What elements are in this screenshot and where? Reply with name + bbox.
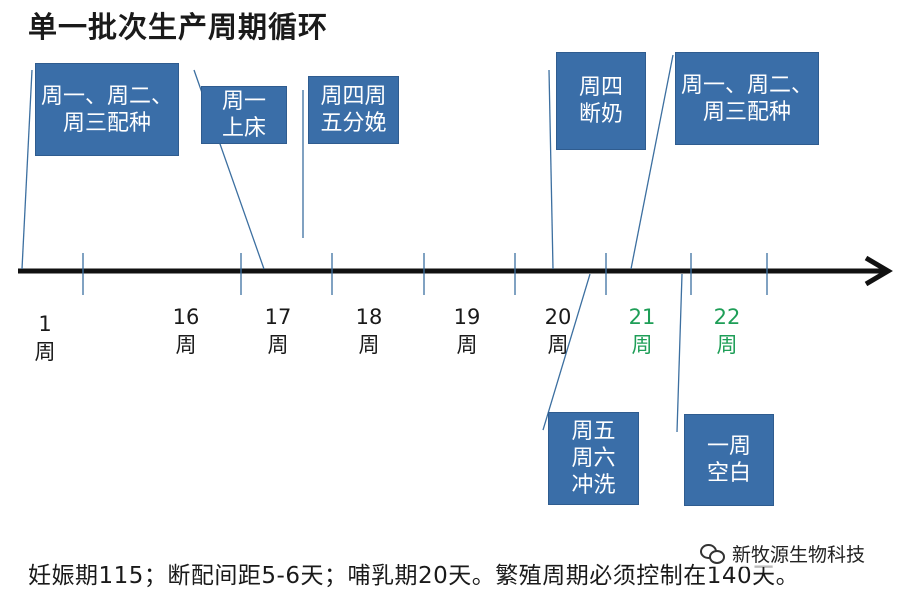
timeline-ticks <box>82 253 768 295</box>
connector-blank <box>676 273 683 433</box>
watermark-text: 新牧源生物科技 <box>732 544 866 566</box>
watermark: 新牧源生物科技 <box>700 540 866 567</box>
week-label: 18 周 <box>355 305 383 357</box>
connector-wean <box>548 69 554 270</box>
week-label: 21 周 <box>628 305 656 357</box>
week-label: 17 周 <box>264 305 292 357</box>
box-wean: 周四 断奶 <box>556 52 646 150</box>
connector-wash <box>542 273 591 431</box>
wechat-icon <box>700 543 726 564</box>
box-farrow: 周四周 五分娩 <box>308 76 399 144</box>
timeline-arrowhead <box>864 255 893 287</box>
box-breed-2: 周一、周二、 周三配种 <box>675 52 819 145</box>
week-label: 19 周 <box>453 305 481 357</box>
connector-breed-1 <box>21 69 33 270</box>
connector-lines <box>21 54 683 433</box>
box-breed-1: 周一、周二、 周三配种 <box>35 63 179 156</box>
box-to-bed: 周一 上床 <box>201 86 287 144</box>
week-label: 16 周 <box>172 305 200 357</box>
week-label: 20 周 <box>544 305 572 357</box>
footer-note: 妊娠期115；断配间距5-6天；哺乳期20天。繁殖周期必须控制在140天。 <box>28 563 800 589</box>
box-blank: 一周 空白 <box>684 414 774 506</box>
week-label: 22 周 <box>713 305 741 357</box>
connector-breed-2 <box>630 54 674 270</box>
box-wash: 周五 周六 冲洗 <box>548 412 639 505</box>
week-label: 1 周 <box>34 312 56 364</box>
diagram-title: 单一批次生产周期循环 <box>28 10 329 44</box>
